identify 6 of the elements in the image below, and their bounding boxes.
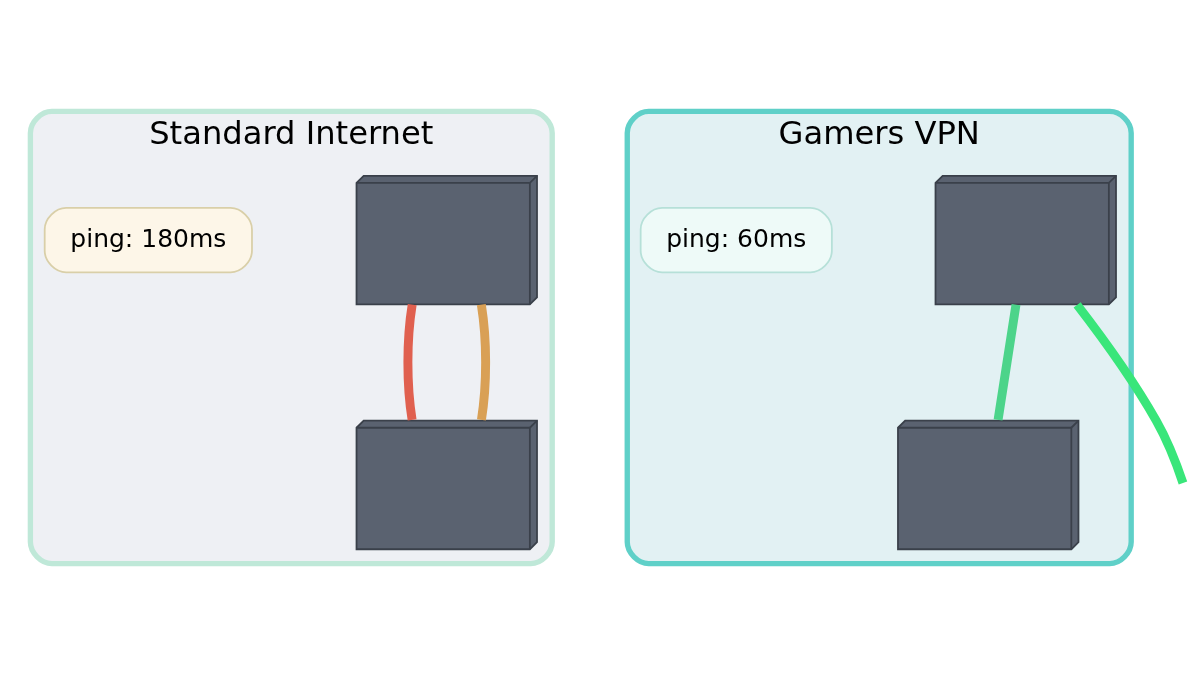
- connector: [476, 304, 491, 421]
- connector: [993, 303, 1021, 421]
- node-box: ping: 180ms: [43, 207, 253, 274]
- connector: [403, 304, 417, 421]
- node-box: ping: 60ms: [639, 207, 833, 274]
- connector: [1073, 302, 1188, 485]
